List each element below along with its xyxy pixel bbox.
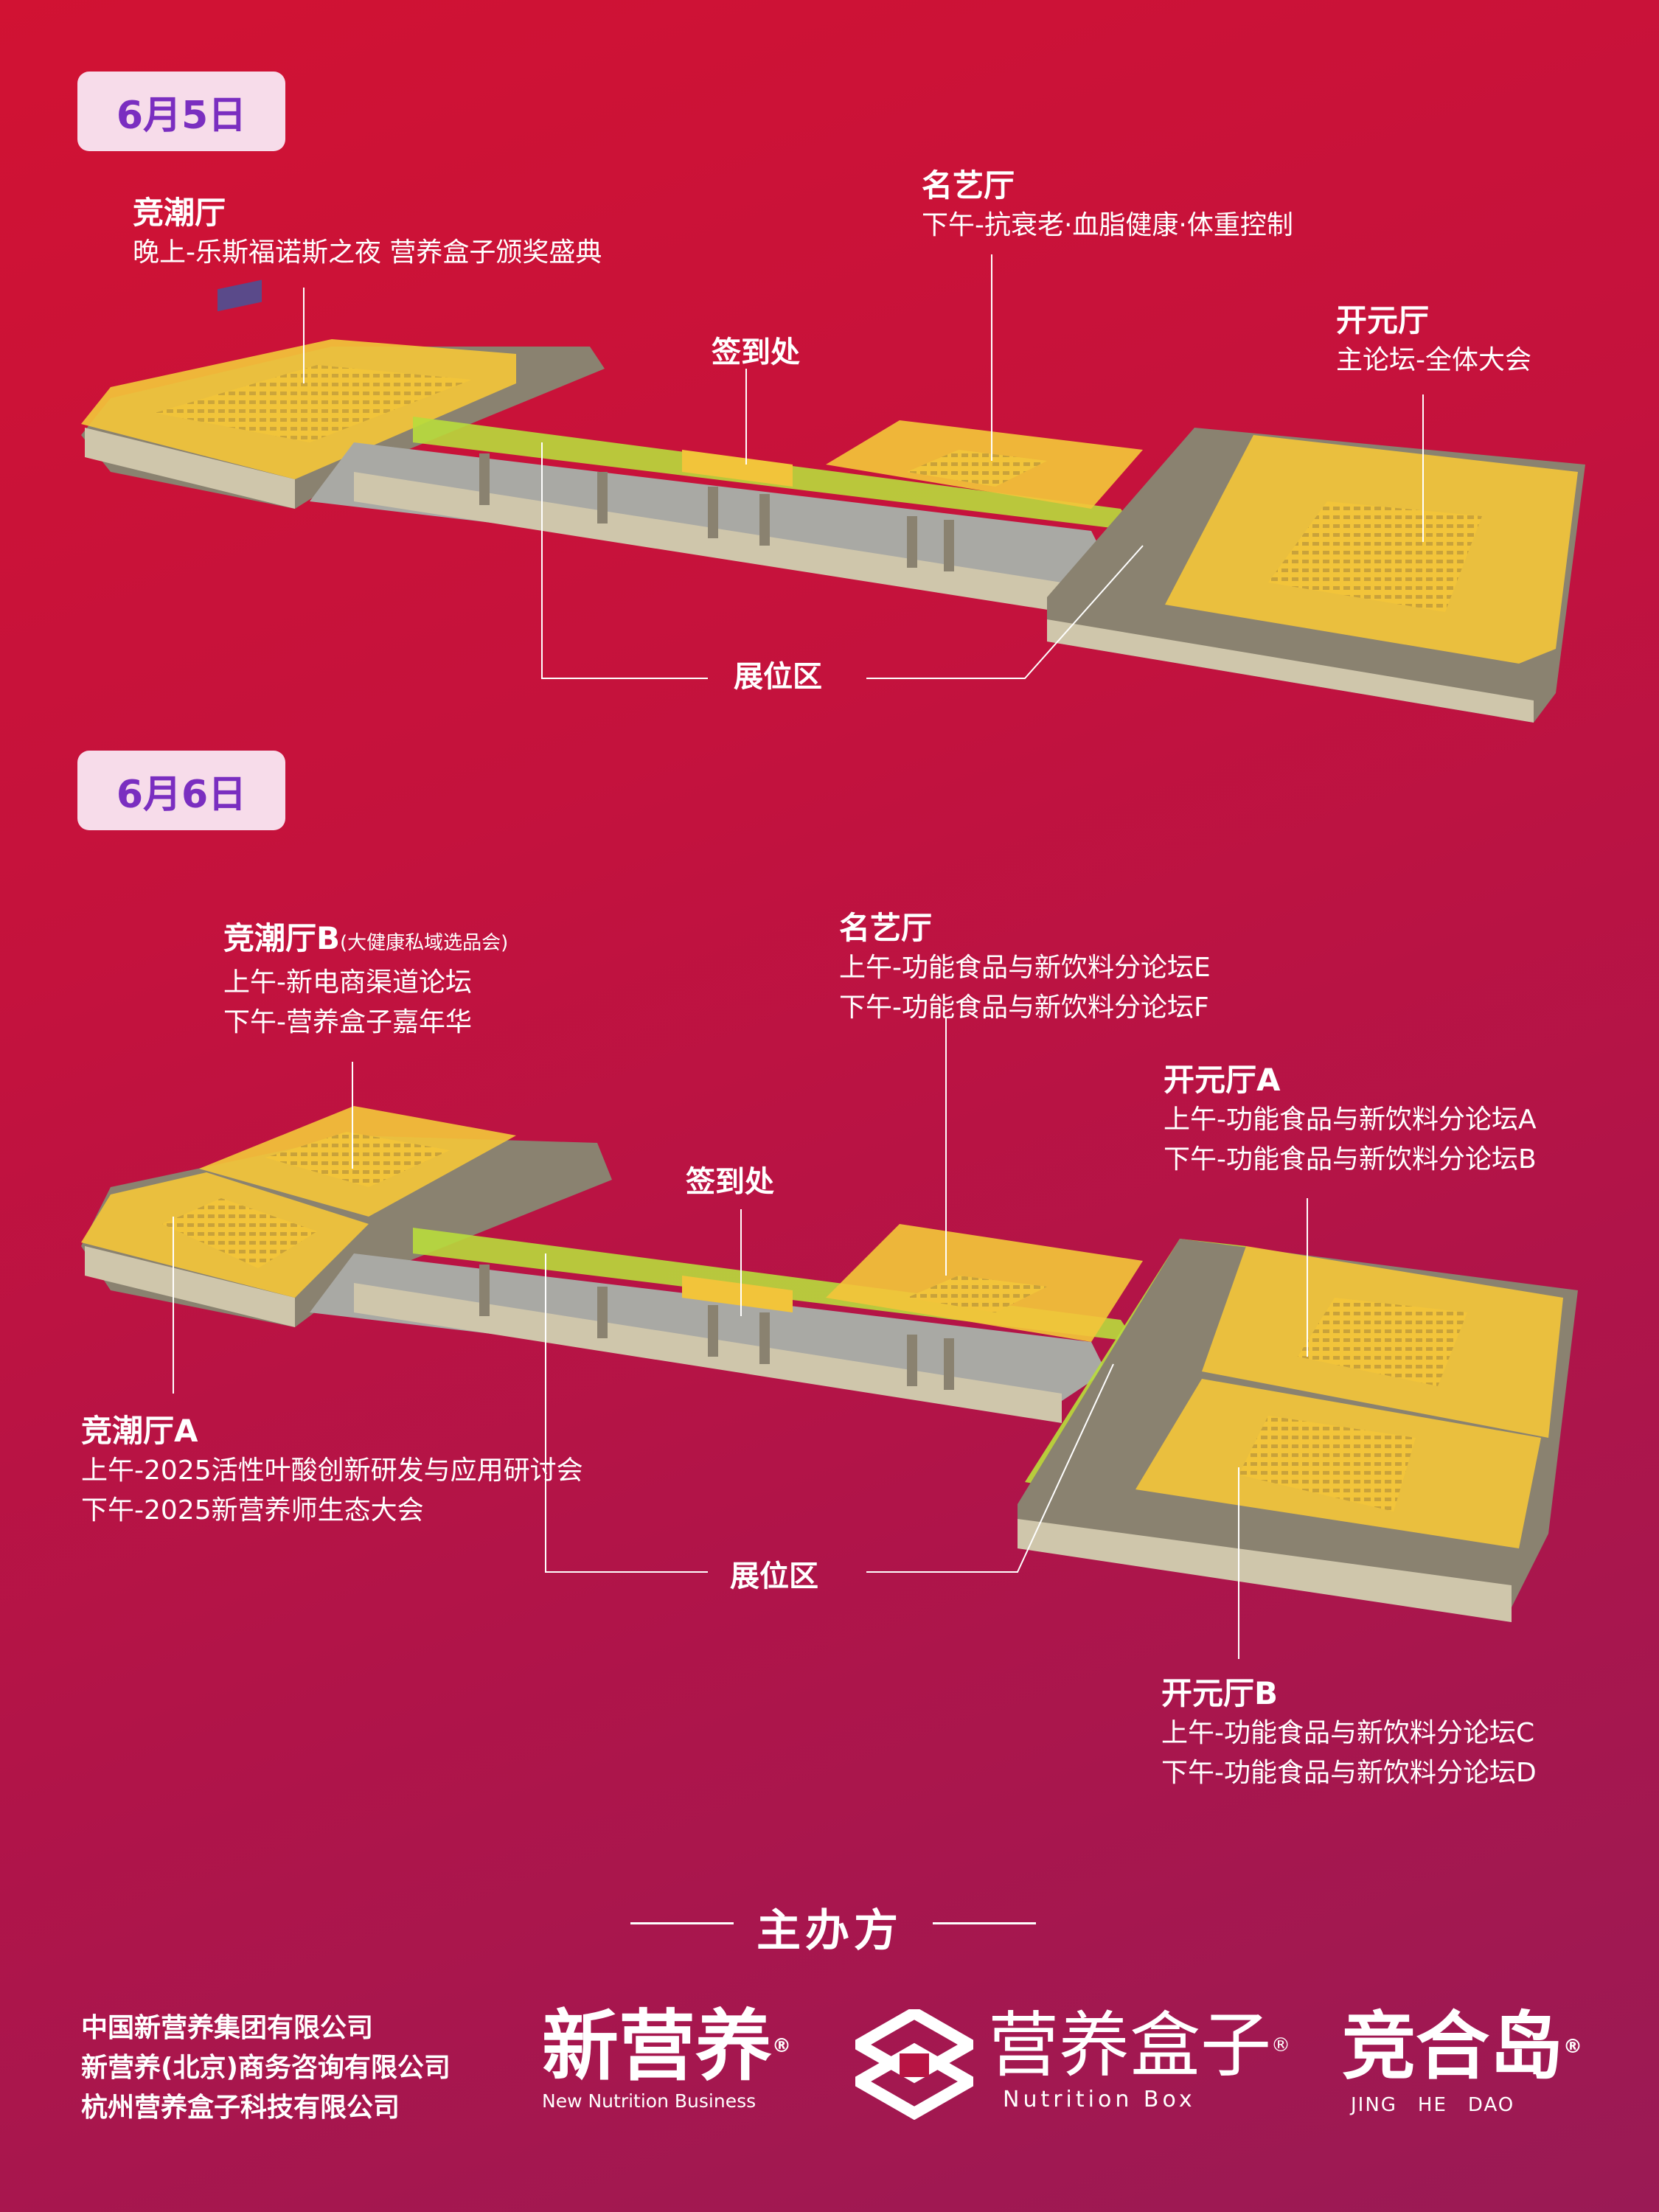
logo-new-nutrition-name: 新营养	[542, 2001, 773, 2091]
day1-kaiyuan-label: 开元厅 主论坛-全体大会	[1336, 301, 1531, 380]
logo-jinghe-dao-reg: ®	[1563, 2036, 1582, 2058]
logo-nutrition-box-sub: Nutrition Box	[1003, 2087, 1196, 2112]
day2-date-badge: 6月6日	[77, 751, 285, 830]
day1-kaiyuan-seats	[1268, 501, 1482, 612]
day2-mingyi-session-1: 上午-功能食品与新饮料分论坛E	[839, 953, 1211, 983]
day2-mingyi-name: 名艺厅	[839, 910, 933, 946]
day2-floorplan	[81, 1018, 1578, 1659]
day2-kaiyuan-a-name: 开元厅A	[1164, 1062, 1281, 1098]
organizer-divider-left	[630, 1922, 734, 1924]
day1-checkin-label: 签到处	[712, 335, 800, 369]
day2-checkin-zone	[682, 1276, 793, 1312]
day1-jingchao-label: 竞潮厅 晚上-乐斯福诺斯之夜 营养盒子颁奖盛典	[133, 193, 602, 273]
day1-jingchao-wall	[85, 428, 295, 509]
day2-jingchao-b-note: (大健康私域选品会)	[340, 932, 509, 954]
day1-booth-walls	[479, 453, 954, 571]
organizer-companies: 中国新营养集团有限公司 新营养(北京)商务咨询有限公司 杭州营养盒子科技有限公司	[81, 2008, 451, 2128]
logo-nutrition-box: 营养盒子® Nutrition Box	[988, 2004, 1290, 2112]
day1-checkin-zone	[682, 450, 793, 487]
day2-checkin-label: 签到处	[686, 1165, 774, 1199]
day2-mingyi-seats	[907, 1276, 1047, 1312]
day2-kaiyuan-b-session-1: 上午-功能食品与新饮料分论坛C	[1161, 1718, 1535, 1748]
logo-nutrition-box-name: 营养盒子	[988, 2004, 1271, 2087]
day2-mingyi-session-2: 下午-功能食品与新饮料分论坛F	[839, 992, 1209, 1023]
day1-jingchao-session: 晚上-乐斯福诺斯之夜 营养盒子颁奖盛典	[133, 237, 602, 268]
logo-nutrition-box-reg: ®	[1271, 2034, 1290, 2056]
day2-kaiyuan-b-session-2: 下午-功能食品与新饮料分论坛D	[1161, 1758, 1537, 1788]
logo-new-nutrition-sub: New Nutrition Business	[542, 2090, 757, 2112]
logo-new-nutrition: 新营养® New Nutrition Business	[542, 2002, 791, 2112]
logo-jinghe-dao: 竞合岛® JING HE DAO	[1342, 2004, 1582, 2117]
day2-exhibit-label: 展位区	[730, 1559, 818, 1593]
day1-mingyi-label: 名艺厅 下午-抗衰老·血脂健康·体重控制	[922, 166, 1293, 246]
day2-jingchao-b-label: 竞潮厅B(大健康私域选品会) 上午-新电商渠道论坛 下午-营养盒子嘉年华	[223, 919, 508, 1043]
company-1: 中国新营养集团有限公司	[81, 2013, 374, 2043]
day2-jingchao-a-session-2: 下午-2025新营养师生态大会	[81, 1495, 424, 1526]
day1-jingchao-seats	[155, 365, 472, 442]
day1-mingyi-name: 名艺厅	[922, 167, 1015, 204]
day2-jingchao-b-name: 竞潮厅B	[223, 920, 341, 956]
day1-exhibit-label: 展位区	[734, 660, 822, 694]
organizer-title: 主办方	[757, 1905, 902, 1957]
logo-new-nutrition-reg: ®	[772, 2035, 792, 2057]
day2-kaiyuan-a-session-1: 上午-功能食品与新饮料分论坛A	[1164, 1105, 1537, 1135]
day2-jingchao-b-session-2: 下午-营养盒子嘉年华	[223, 1007, 472, 1037]
day2-kaiyuan-wall	[1018, 1519, 1512, 1622]
day2-jingchao-a-label: 竞潮厅A 上午-2025活性叶酸创新研发与应用研讨会 下午-2025新营养师生态…	[81, 1411, 583, 1531]
day2-jingchao-a-session-1: 上午-2025活性叶酸创新研发与应用研讨会	[81, 1455, 583, 1486]
day2-kaiyuan-b-label: 开元厅B 上午-功能食品与新饮料分论坛C 下午-功能食品与新饮料分论坛D	[1161, 1674, 1537, 1793]
day1-mingyi-seats	[907, 450, 1047, 487]
day2-kaiyuan-b-seats	[1239, 1416, 1416, 1512]
day1-jingchao-screen	[218, 279, 262, 312]
day1-kaiyuan-session: 主论坛-全体大会	[1336, 345, 1531, 375]
day2-jingchao-b-session-1: 上午-新电商渠道论坛	[223, 967, 472, 998]
company-2: 新营养(北京)商务咨询有限公司	[81, 2053, 451, 2083]
day2-jingchao-seats-a	[162, 1198, 317, 1268]
day1-mingyi-session: 下午-抗衰老·血脂健康·体重控制	[922, 210, 1293, 240]
day2-kaiyuan-a-seats	[1298, 1298, 1467, 1386]
day2-leader-lines	[173, 1018, 1308, 1659]
logo-jinghe-dao-sub: JING HE DAO	[1351, 2094, 1515, 2116]
day1-date-badge: 6月5日	[77, 72, 285, 151]
organizer-divider-right	[933, 1922, 1036, 1924]
day1-jingchao-name: 竞潮厅	[133, 195, 226, 231]
day1-corridor-wall	[354, 472, 1062, 612]
day1-kaiyuan-name: 开元厅	[1336, 302, 1430, 338]
day2-mingyi-label: 名艺厅 上午-功能食品与新饮料分论坛E 下午-功能食品与新饮料分论坛F	[839, 908, 1211, 1028]
day2-jingchao-seats-b	[265, 1132, 450, 1187]
day2-booth-walls	[479, 1265, 954, 1390]
day2-kaiyuan-b-name: 开元厅B	[1161, 1675, 1279, 1711]
day2-kaiyuan-a-session-2: 下午-功能食品与新饮料分论坛B	[1164, 1144, 1537, 1175]
day1-floorplan	[81, 254, 1585, 723]
day1-leader-lines	[303, 254, 1424, 679]
day1-kaiyuan-wall	[1047, 619, 1534, 723]
company-3: 杭州营养盒子科技有限公司	[81, 2093, 400, 2123]
day2-kaiyuan-a-label: 开元厅A 上午-功能食品与新饮料分论坛A 下午-功能食品与新饮料分论坛B	[1164, 1060, 1537, 1180]
day2-jingchao-a-wall	[85, 1246, 295, 1327]
nutrition-box-mark-icon	[855, 2009, 973, 2120]
day2-jingchao-a-name: 竞潮厅A	[81, 1413, 198, 1449]
logo-jinghe-dao-name: 竞合岛	[1342, 2003, 1563, 2090]
